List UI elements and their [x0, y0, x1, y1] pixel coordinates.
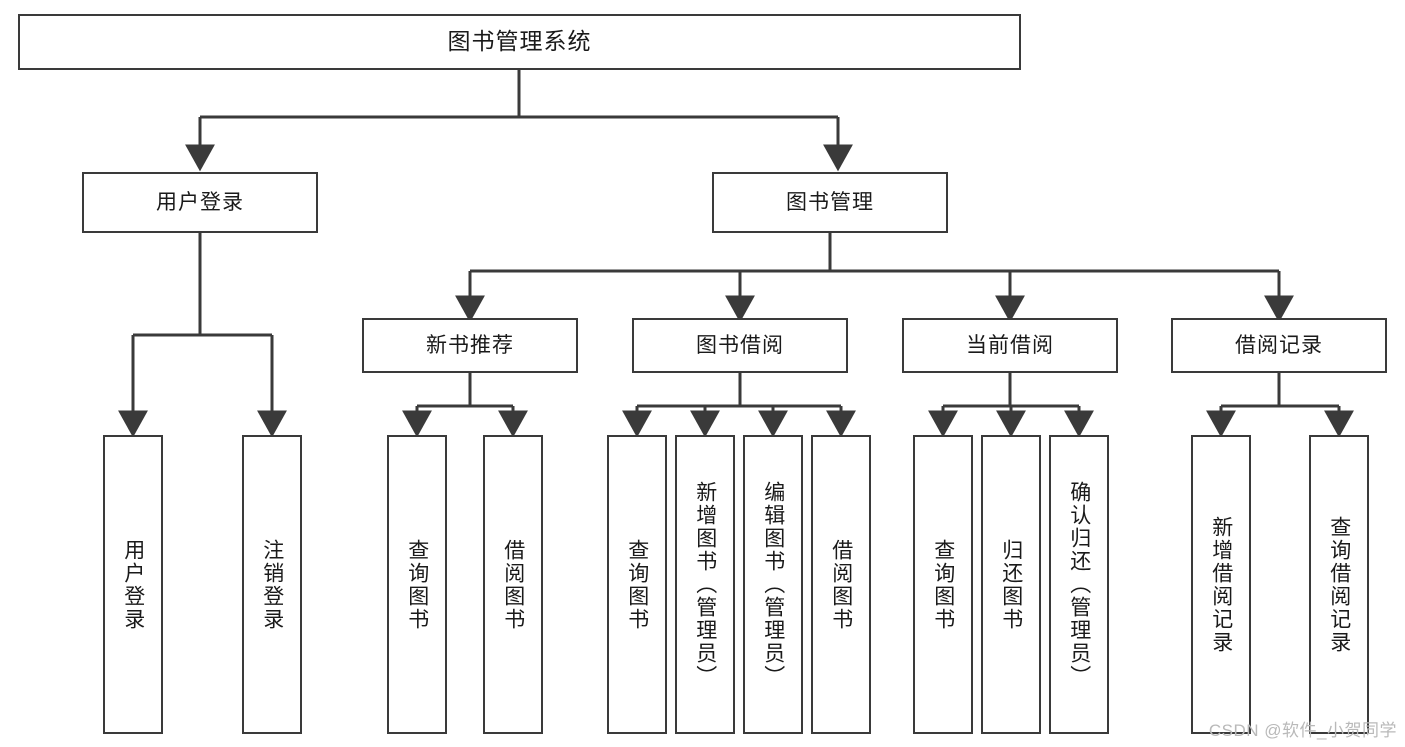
- node-label: 新增借阅记录: [1209, 515, 1233, 654]
- node-new-book-recommend[interactable]: 新书推荐: [362, 318, 578, 373]
- node-label: 编辑图书（管理员）: [761, 481, 785, 688]
- node-user-login[interactable]: 用户登录: [82, 172, 318, 233]
- leaf-user-login-logout[interactable]: 注销登录: [242, 435, 302, 734]
- leaf-book-borrow-query-book[interactable]: 查询图书: [607, 435, 667, 734]
- leaf-book-borrow-borrow-book[interactable]: 借阅图书: [811, 435, 871, 734]
- node-label: 注销登录: [260, 538, 284, 631]
- node-book-management[interactable]: 图书管理: [712, 172, 948, 233]
- leaf-borrow-records-add-record[interactable]: 新增借阅记录: [1191, 435, 1251, 734]
- leaf-new-book-borrow-book[interactable]: 借阅图书: [483, 435, 543, 734]
- node-root-book-management-system[interactable]: 图书管理系统: [18, 14, 1021, 70]
- node-label: 图书借阅: [696, 333, 784, 357]
- leaf-current-borrow-query-book[interactable]: 查询图书: [913, 435, 973, 734]
- node-label: 确认归还（管理员）: [1067, 481, 1091, 688]
- leaf-book-borrow-edit-book-admin[interactable]: 编辑图书（管理员）: [743, 435, 803, 734]
- node-borrow-records[interactable]: 借阅记录: [1171, 318, 1387, 373]
- csdn-watermark: CSDN @软件_小贺同学: [1208, 721, 1397, 740]
- leaf-borrow-records-query-record[interactable]: 查询借阅记录: [1309, 435, 1369, 734]
- node-label: 查询图书: [931, 538, 955, 631]
- node-label: 图书管理: [786, 190, 874, 214]
- node-current-borrow[interactable]: 当前借阅: [902, 318, 1118, 373]
- node-label: 查询图书: [625, 538, 649, 631]
- leaf-current-borrow-return-book[interactable]: 归还图书: [981, 435, 1041, 734]
- node-label: 当前借阅: [966, 333, 1054, 357]
- node-label: 用户登录: [121, 538, 145, 631]
- node-label: 查询图书: [405, 538, 429, 631]
- node-label: 借阅记录: [1235, 333, 1323, 357]
- node-label: 用户登录: [156, 190, 244, 214]
- leaf-book-borrow-add-book-admin[interactable]: 新增图书（管理员）: [675, 435, 735, 734]
- node-label: 查询借阅记录: [1327, 515, 1351, 654]
- node-label: 新增图书（管理员）: [693, 481, 717, 688]
- node-label: 归还图书: [999, 538, 1023, 631]
- node-book-borrow[interactable]: 图书借阅: [632, 318, 848, 373]
- leaf-current-borrow-confirm-return-admin[interactable]: 确认归还（管理员）: [1049, 435, 1109, 734]
- node-label: 图书管理系统: [447, 28, 592, 55]
- leaf-new-book-query-book[interactable]: 查询图书: [387, 435, 447, 734]
- node-label: 借阅图书: [829, 538, 853, 631]
- leaf-user-login-login[interactable]: 用户登录: [103, 435, 163, 734]
- node-label: 新书推荐: [426, 333, 514, 357]
- node-label: 借阅图书: [501, 538, 525, 631]
